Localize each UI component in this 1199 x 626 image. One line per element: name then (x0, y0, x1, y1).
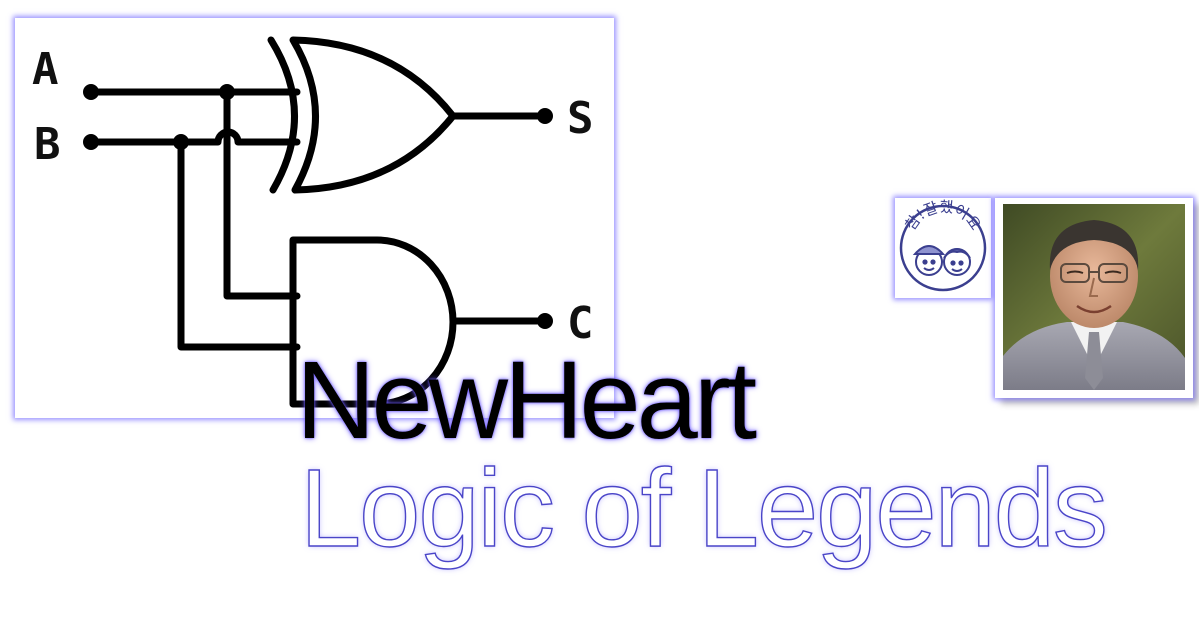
title-main: NewHeart (296, 339, 757, 462)
wire-b-to-xor (87, 128, 301, 146)
portrait-photo (995, 198, 1193, 398)
label-output-c: C (567, 298, 594, 349)
half-adder-diagram: A B S C (15, 18, 614, 418)
label-input-a: A (32, 44, 59, 95)
junction-a (219, 84, 235, 100)
wire-b-to-and (177, 138, 301, 351)
and-gate (289, 236, 457, 408)
label-output-s: S (567, 93, 594, 144)
input-b-node (83, 134, 99, 150)
output-c-node (537, 313, 553, 329)
xor-gate (289, 36, 457, 194)
input-a-node (83, 84, 99, 100)
title-subtitle: Logic of Legends (299, 447, 1108, 570)
xor-gate-back-curve (267, 36, 298, 194)
junction-b (173, 134, 189, 150)
praise-stamp: 참!잘했어요 (895, 198, 991, 298)
label-input-b: B (34, 119, 61, 170)
output-s-node (537, 108, 553, 124)
wire-a-to-and (223, 88, 301, 300)
